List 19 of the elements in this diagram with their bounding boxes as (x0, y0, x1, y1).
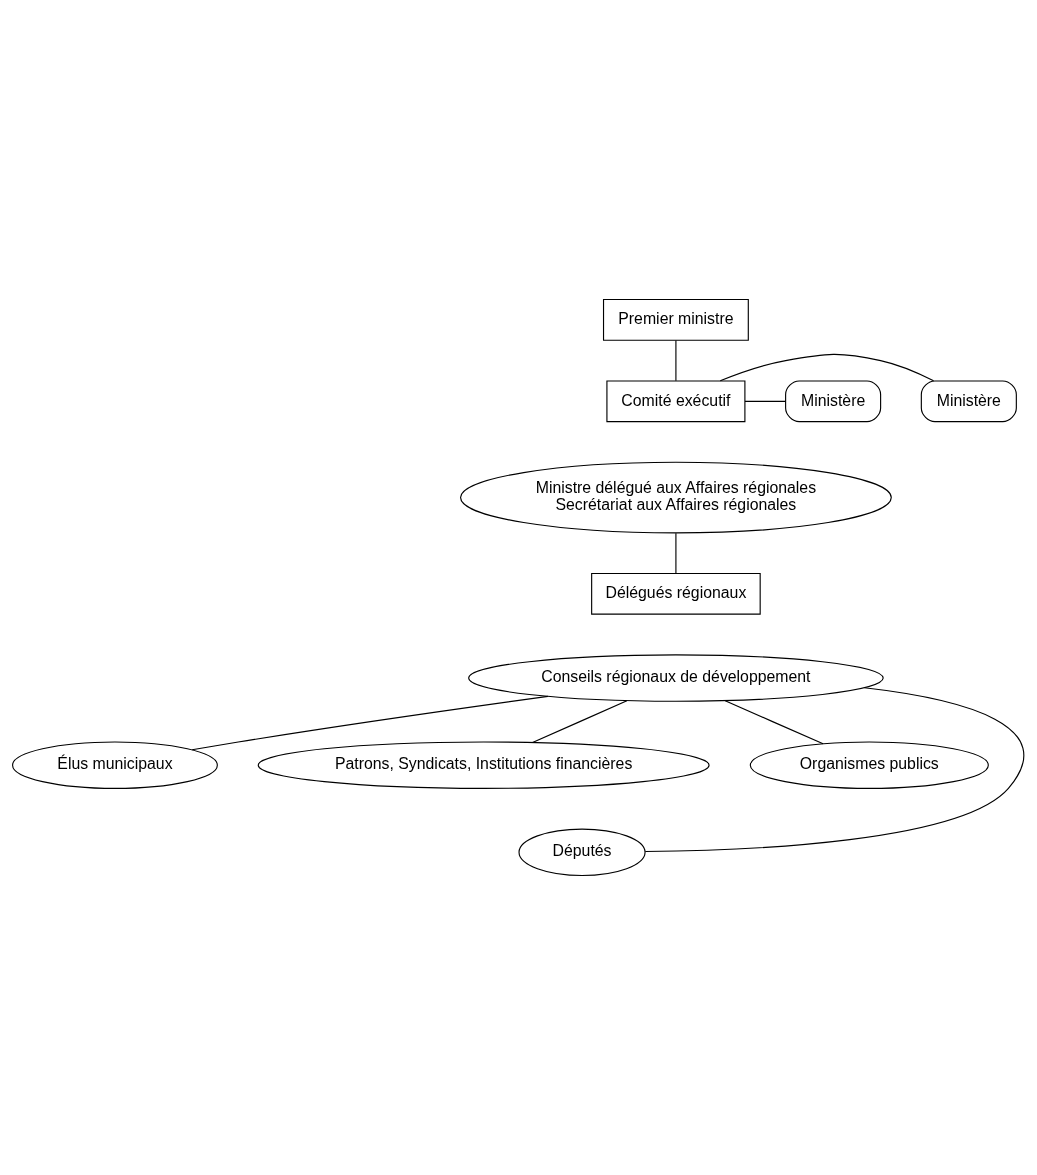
connector (724, 700, 824, 745)
node-ellipse: Patrons, Syndicats, Institutions financières (257, 741, 710, 789)
connector (191, 695, 549, 751)
connector (675, 532, 677, 574)
node-ellipse: Organismes publics (749, 741, 989, 789)
node-box: Premier ministre (602, 298, 749, 341)
node-box: Délégués régionaux (591, 572, 761, 615)
node-ellipse: Élus municipaux (12, 741, 218, 789)
node-ellipse: Ministre délégué aux Affaires régionales Secrétariat aux Affaires régionales (460, 461, 892, 534)
connector (675, 340, 677, 382)
node-box: Comité exécutif (606, 380, 746, 423)
connector (719, 353, 935, 382)
node-ellipse: Conseils régionaux de développement (468, 654, 884, 702)
node-ellipse: Députés (518, 828, 646, 877)
node-box: Ministère (785, 380, 882, 423)
connector (644, 687, 1025, 853)
connector (744, 400, 787, 402)
connector (532, 700, 628, 744)
node-box: Ministère (920, 380, 1017, 423)
